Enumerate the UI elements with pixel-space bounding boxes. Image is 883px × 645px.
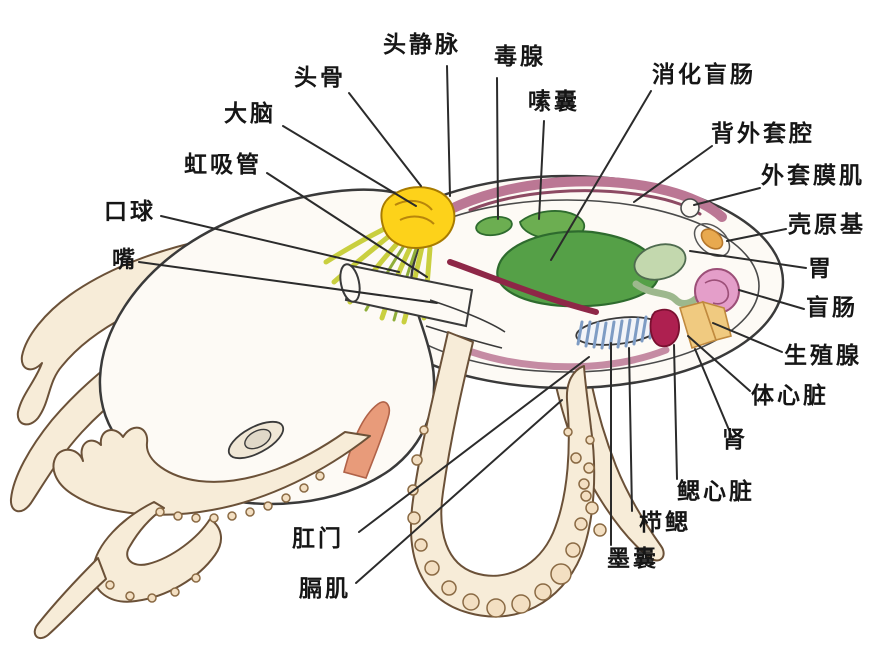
front-arms (33, 331, 596, 640)
stomach-shape (633, 243, 687, 281)
intestine-shape (632, 280, 705, 307)
leader-line-head-vein (446, 65, 451, 197)
leader-line-systemic-heart (687, 335, 751, 392)
gill-heart-shape (649, 308, 680, 348)
arm-tip-salmon (343, 401, 391, 479)
leader-line-mantle-muscle (693, 187, 761, 206)
leader-line-skull (348, 92, 422, 187)
shell-rudiment-shape (700, 228, 724, 250)
leader-line-gonad (712, 322, 783, 353)
ventral-band (468, 346, 670, 371)
shell-rudiment-ring (693, 222, 731, 258)
leader-line-diaphragm-muscle (355, 399, 563, 584)
leader-line-poison-gland (496, 77, 499, 220)
cecum-swirl (704, 279, 730, 305)
leader-line-digestive-cecum (550, 90, 652, 261)
suckers (105, 425, 607, 618)
eye (227, 420, 285, 460)
leader-line-dorsal-mantle-cavity (633, 145, 713, 203)
leader-line-shell-rudiment (726, 228, 787, 242)
leader-line-kidney (694, 348, 733, 438)
brain-folds (394, 199, 435, 225)
arm-big-u (409, 331, 596, 618)
leader-line-stomach (689, 250, 807, 269)
leader-line-cecum (738, 289, 805, 310)
leader-line-brain (282, 125, 417, 207)
arm-front-horizontal (52, 426, 371, 516)
leader-line-anus (358, 356, 590, 533)
funnel-siphon (339, 263, 506, 349)
organs (447, 210, 740, 350)
ctenidium-gill (575, 313, 661, 350)
esophagus-shape (447, 259, 599, 315)
leader-line-crop (538, 120, 545, 220)
leader-line-ctenidium (628, 347, 633, 512)
poison-gland-shape (475, 215, 513, 237)
leader-line-gill-heart (673, 344, 678, 480)
mantle-muscle-node (680, 198, 700, 218)
leader-line-mouth (138, 261, 438, 304)
leader-line-buccal-bulb (160, 215, 400, 273)
arm-thin-tip (33, 557, 107, 640)
leader-lines (138, 65, 807, 584)
leader-line-siphon (266, 172, 428, 278)
